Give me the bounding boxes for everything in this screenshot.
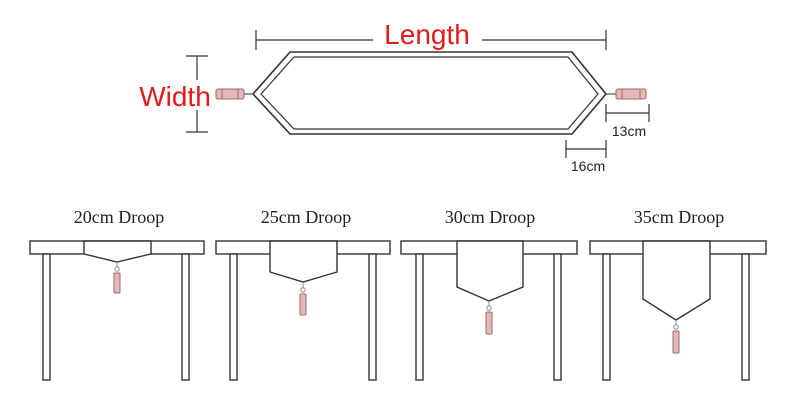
droop-label: 25cm Droop — [261, 207, 351, 227]
tassel-right — [606, 88, 647, 100]
table-leg-left — [229, 253, 238, 381]
table-leg-right — [741, 253, 750, 381]
droop-label: 35cm Droop — [634, 207, 724, 227]
droop-table-25: 25cm Droop — [215, 207, 391, 381]
runner-drop — [83, 240, 152, 263]
table-leg-left — [602, 253, 611, 381]
runner-outline-outer — [251, 51, 608, 135]
droop-table-30: 30cm Droop — [400, 207, 578, 381]
runner-outline-inner — [260, 56, 599, 130]
table-leg-left — [415, 253, 424, 381]
tassel — [299, 293, 307, 316]
length-label: Length — [384, 19, 470, 50]
droop-table-35: 35cm Droop — [589, 207, 767, 381]
runner-top-view: Length Width — [139, 19, 650, 174]
width-dimension — [186, 55, 208, 133]
table-leg-right — [181, 253, 190, 381]
droop-table-20: 20cm Droop — [29, 207, 205, 381]
tassel-left — [215, 88, 253, 100]
table-leg-right — [368, 253, 377, 381]
droop-label: 20cm Droop — [74, 207, 164, 227]
length-dimension — [255, 30, 607, 50]
tassel-length-label: 13cm — [612, 123, 646, 139]
table-leg-left — [42, 253, 51, 381]
droop-variants: 20cm Droop 25cm Droop 30cm Droop — [29, 207, 767, 381]
point-length-dimension — [565, 140, 607, 158]
tassel — [485, 311, 493, 335]
tassel-length-dimension — [605, 104, 650, 122]
droop-label: 30cm Droop — [445, 207, 535, 227]
tassel — [672, 330, 680, 354]
runner-drop — [642, 240, 711, 321]
runner-drop — [456, 240, 524, 302]
width-label: Width — [139, 81, 211, 112]
runner-drop — [269, 240, 338, 283]
tassel — [113, 272, 121, 294]
table-leg-right — [553, 253, 562, 381]
point-length-label: 16cm — [571, 158, 605, 174]
